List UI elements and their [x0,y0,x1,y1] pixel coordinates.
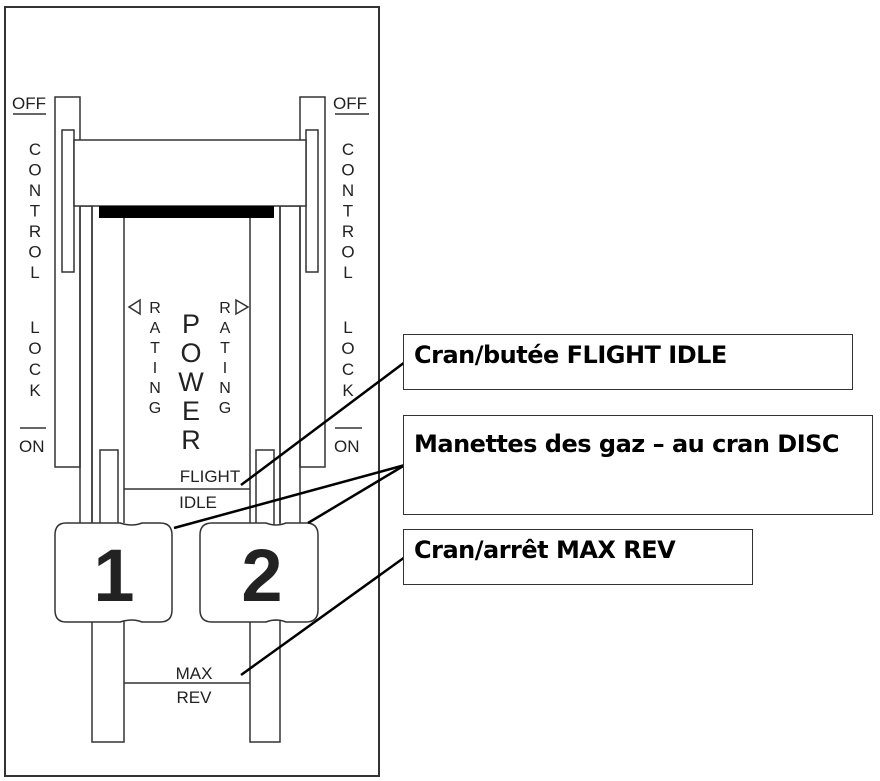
left-control-letter: L [30,263,39,282]
callout-flight-idle: Cran/butée FLIGHT IDLE [403,334,853,390]
right-control-letter: C [342,140,354,159]
callout-flight-idle-text: Cran/butée FLIGHT IDLE [414,341,727,369]
callout-throttle-levers: Manettes des gaz – au cran DISC [403,415,873,515]
rev-label: REV [177,688,213,707]
power-letter: P [182,309,200,339]
power-letter: E [182,396,200,426]
right-rating-arrow-icon [235,298,250,316]
lever1-label: 1 [93,534,134,617]
left-rating-letter: G [149,400,161,417]
left-rating-letter: R [149,300,161,317]
flight-label: FLIGHT [180,467,240,486]
power-letter: O [180,338,201,368]
leader-lever1 [173,463,406,530]
left-lock-letter: C [29,360,41,379]
right-lock-letter: C [342,360,354,379]
lever2-handle[interactable] [199,522,319,623]
callout-throttle-levers-text: Manettes des gaz – au cran DISC [414,430,840,458]
left-lock-letter: L [30,318,39,337]
power-letter: W [178,367,204,397]
right-off-label: OFF [333,94,367,113]
right-rating-letter: R [219,300,231,317]
right-control-letter: T [343,202,353,221]
leader-flight-idle [240,361,406,486]
idle-label: IDLE [179,493,217,512]
crossbar-stop [99,206,274,218]
left-lock-slider[interactable] [61,129,75,273]
lock-crossbar [73,139,307,207]
right-rating-letter: T [220,340,230,357]
right-rating-letter: G [219,400,231,417]
left-rating-letter: I [153,360,157,377]
right-lock-slider[interactable] [305,129,319,273]
left-off-label: OFF [12,94,46,113]
right-on-label: ON [334,437,360,456]
left-lock-letter: K [29,381,41,400]
left-lock-letter: O [28,339,41,358]
left-control-letter: N [29,181,41,200]
right-lock-letter: K [342,381,354,400]
left-rating-letter: T [150,340,160,357]
lever1-handle[interactable] [54,522,173,623]
left-rating-arrow-icon [127,298,141,316]
right-control-letter: L [343,263,352,282]
max-label: MAX [176,664,213,683]
right-lock-letter: O [341,339,354,358]
lever2-shaft [249,619,281,743]
right-control-letter: O [341,243,354,262]
power-letter: R [181,425,201,455]
right-control-letter: R [342,222,354,241]
callout-max-rev-text: Cran/arrêt MAX REV [414,536,676,564]
right-rating-letter: I [223,360,227,377]
right-rating-letter: N [219,380,231,397]
left-control-letter: R [29,222,41,241]
left-rating-letter: A [150,320,161,337]
right-lock-letter: L [343,318,352,337]
leader-lever2 [307,463,406,525]
right-control-letter: N [342,181,354,200]
lever1-post [99,449,119,527]
left-control-letter: O [28,161,41,180]
lever1-shaft [91,619,125,743]
left-control-letter: C [29,140,41,159]
left-rating-letter: N [149,380,161,397]
right-rating-letter: A [220,320,231,337]
left-on-label: ON [19,437,45,456]
left-control-letter: O [28,243,41,262]
callout-max-rev: Cran/arrêt MAX REV [403,529,753,585]
leader-max-rev [240,555,406,677]
right-control-letter: O [341,161,354,180]
left-control-letter: T [30,202,40,221]
lever2-label: 2 [241,534,282,617]
